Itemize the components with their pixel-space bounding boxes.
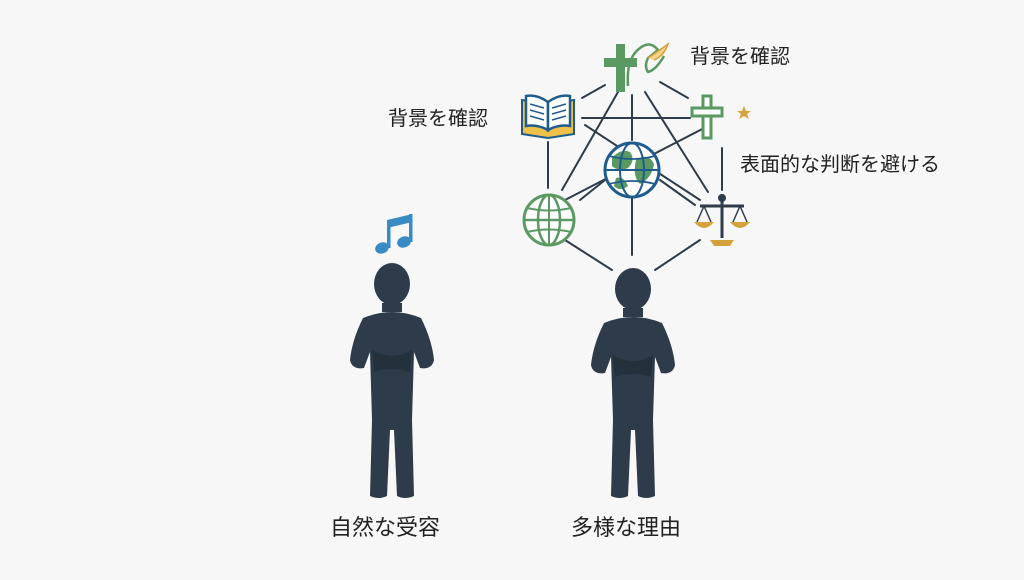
cross-crescent-star-icon bbox=[690, 94, 751, 140]
open-book-icon bbox=[521, 94, 575, 140]
label-background-check-top: 背景を確認 bbox=[690, 44, 790, 68]
caption-diverse-reasons: 多様な理由 bbox=[571, 516, 682, 541]
caption-natural-acceptance: 自然な受容 bbox=[330, 516, 441, 541]
label-background-check-left: 背景を確認 bbox=[388, 106, 488, 130]
network-line bbox=[579, 179, 606, 201]
network-line bbox=[654, 239, 701, 271]
scales-icon bbox=[694, 194, 750, 246]
network-line bbox=[581, 84, 606, 99]
network-line bbox=[659, 179, 696, 206]
network-line bbox=[659, 81, 689, 99]
globe-icon bbox=[522, 193, 576, 247]
cross-dove-icon bbox=[604, 41, 670, 92]
person-silhouette-icon bbox=[591, 268, 675, 498]
network-line bbox=[564, 239, 613, 271]
person-silhouette-icon bbox=[350, 263, 434, 498]
music-note-icon bbox=[375, 214, 413, 254]
label-avoid-superficial-judgment: 表面的な判断を避ける bbox=[740, 152, 940, 176]
network-line bbox=[561, 91, 619, 191]
globe-icon bbox=[603, 141, 661, 199]
